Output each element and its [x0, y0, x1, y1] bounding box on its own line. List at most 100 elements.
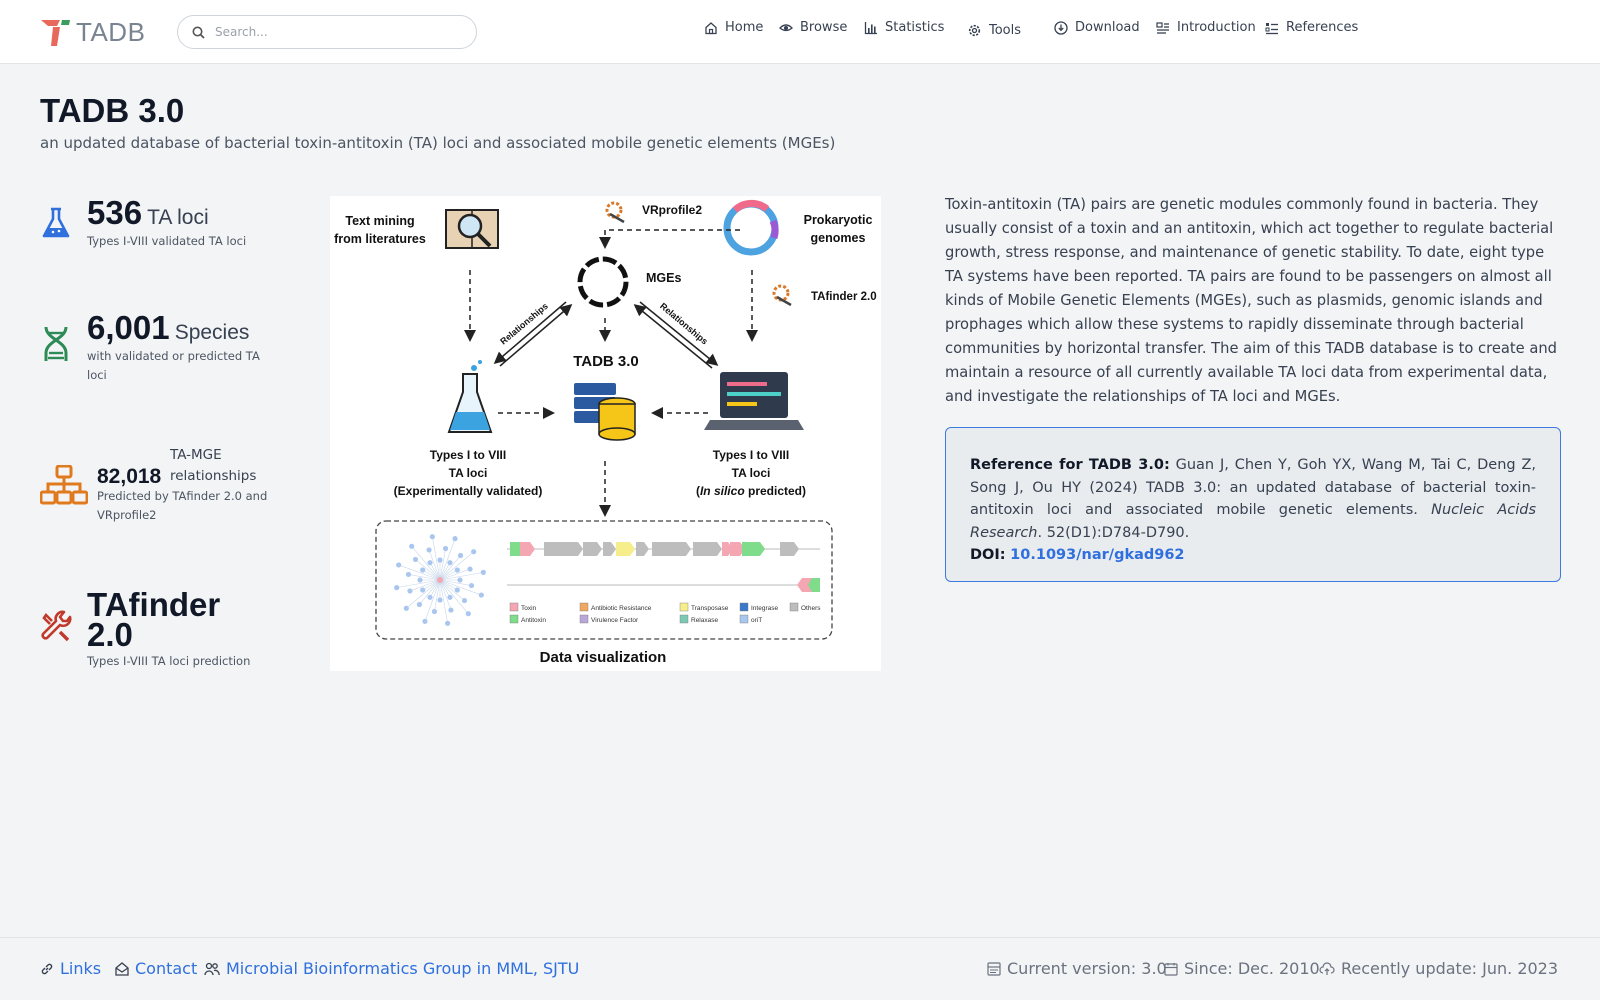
fig-mges: MGEs [646, 271, 681, 285]
search-input[interactable] [215, 25, 455, 39]
footer-updated-label: Recently update: Jun. 2023 [1341, 959, 1559, 978]
gene-arrow [693, 542, 722, 556]
network-edge [432, 536, 441, 581]
network-edge [439, 579, 472, 586]
nav-browse[interactable]: Browse [779, 20, 847, 35]
legend-label: Antibiotic Resistance [591, 605, 652, 612]
footer-version-label: Current version: 3.0 [1007, 959, 1167, 978]
gene-arrow [780, 542, 799, 556]
fig-data-vis: Data visualization [540, 649, 667, 666]
footer-since-label: Since: Dec. 2010 [1184, 959, 1320, 978]
nav-tools[interactable]: Tools [967, 23, 1021, 38]
network-edge [428, 549, 441, 581]
gene-arrow [544, 542, 583, 556]
fig-gene-track [510, 542, 820, 592]
fig-right-caption-2: TA loci [732, 466, 771, 480]
eye-icon [779, 23, 793, 31]
doi-label: DOI: [970, 547, 1006, 563]
mge-ring-icon [577, 256, 629, 308]
network-edge [396, 579, 441, 588]
home-icon [705, 21, 717, 34]
network-node [431, 608, 438, 615]
fig-text-mining-1: Text mining [345, 214, 414, 228]
users-icon [204, 962, 220, 975]
plasmid-ring-icon [723, 199, 779, 256]
network-edge [406, 579, 441, 609]
legend-label: oriT [751, 617, 762, 624]
network-node [445, 620, 451, 626]
calendar-icon [1164, 962, 1178, 976]
intro-description: Toxin-antitoxin (TA) pairs are genetic m… [945, 196, 1557, 405]
gene-arrow [583, 542, 602, 556]
network-edge [439, 538, 456, 581]
gene-arrow [742, 542, 765, 556]
nav-introduction-label: Introduction [1177, 20, 1256, 35]
network-node [437, 557, 443, 563]
network-edge [439, 551, 474, 581]
network-node [442, 545, 449, 552]
network-node [396, 562, 402, 568]
network-node [461, 597, 468, 604]
legend-swatch [739, 614, 749, 624]
network-edge [439, 579, 469, 614]
network-node [448, 607, 454, 613]
network-node [457, 552, 464, 559]
stat-species-unit: Species [174, 321, 250, 344]
footer-group[interactable]: Microbial Bioinformatics Group in MML, S… [204, 959, 579, 978]
fig-left-caption-2: TA loci [449, 466, 488, 480]
doi-link[interactable]: 10.1093/nar/gkad962 [1010, 547, 1185, 563]
reference-box: Reference for TADB 3.0: Guan J, Chen Y, … [945, 427, 1561, 582]
network-node [416, 601, 423, 608]
network-icon [40, 465, 88, 505]
network-node [429, 534, 435, 540]
network-node [452, 536, 458, 542]
page-title: TADB 3.0 [40, 92, 185, 129]
legend-label: Relaxase [691, 617, 718, 624]
footer-links[interactable]: Links [40, 959, 101, 978]
reference-label: Reference for TADB 3.0: [970, 457, 1170, 473]
stat-relationships-number: 82,018 [97, 465, 162, 488]
network-node [422, 618, 428, 624]
network-edge [439, 555, 461, 581]
search-box[interactable] [177, 15, 477, 49]
nav-introduction[interactable]: Introduction [1156, 20, 1256, 35]
nav-statistics[interactable]: Statistics [864, 20, 944, 35]
fig-text-mining-2: from literatures [334, 232, 426, 246]
reference-journal: Nucleic Acids Research [970, 502, 1536, 541]
network-edge [409, 579, 441, 592]
fig-left-caption-3: (Experimentally validated) [394, 484, 543, 498]
tadb-logo[interactable]: TADB [40, 16, 145, 48]
network-node [467, 566, 473, 572]
network-edge [439, 562, 451, 581]
legend-swatch [579, 602, 589, 612]
network-edge [439, 579, 465, 601]
network-node [454, 587, 460, 593]
network-node [471, 549, 477, 555]
network-node [427, 594, 433, 600]
tools-icon-tafinder [772, 284, 792, 307]
legend-swatch [679, 602, 689, 612]
network-edge [439, 572, 484, 581]
network-node [420, 567, 426, 573]
network-edge [429, 579, 441, 598]
stat-ta-loci-unit: TA loci [147, 206, 209, 229]
nav-home[interactable]: Home [704, 20, 763, 35]
network-node [420, 587, 426, 593]
nav-download[interactable]: Download [1054, 20, 1140, 35]
gene-arrow [603, 542, 616, 556]
page-footer: Links Contact Microbial Bioinformatics G… [0, 937, 1600, 1000]
fig-relationships-left: Relationships [498, 301, 550, 347]
top-header: TADB Home Browse Statistics Tools Downlo… [0, 0, 1600, 64]
footer-version: Current version: 3.0 [987, 959, 1167, 978]
footer-contact[interactable]: Contact [115, 959, 197, 978]
gene-arrow [797, 578, 812, 592]
network-node [426, 547, 432, 553]
network-node [468, 582, 475, 589]
network-node [480, 569, 486, 575]
legend-swatch [739, 602, 749, 612]
nav-tools-label: Tools [989, 23, 1022, 38]
nav-references[interactable]: References [1265, 20, 1358, 35]
network-edge [439, 569, 458, 581]
gene-arrow [730, 542, 745, 556]
